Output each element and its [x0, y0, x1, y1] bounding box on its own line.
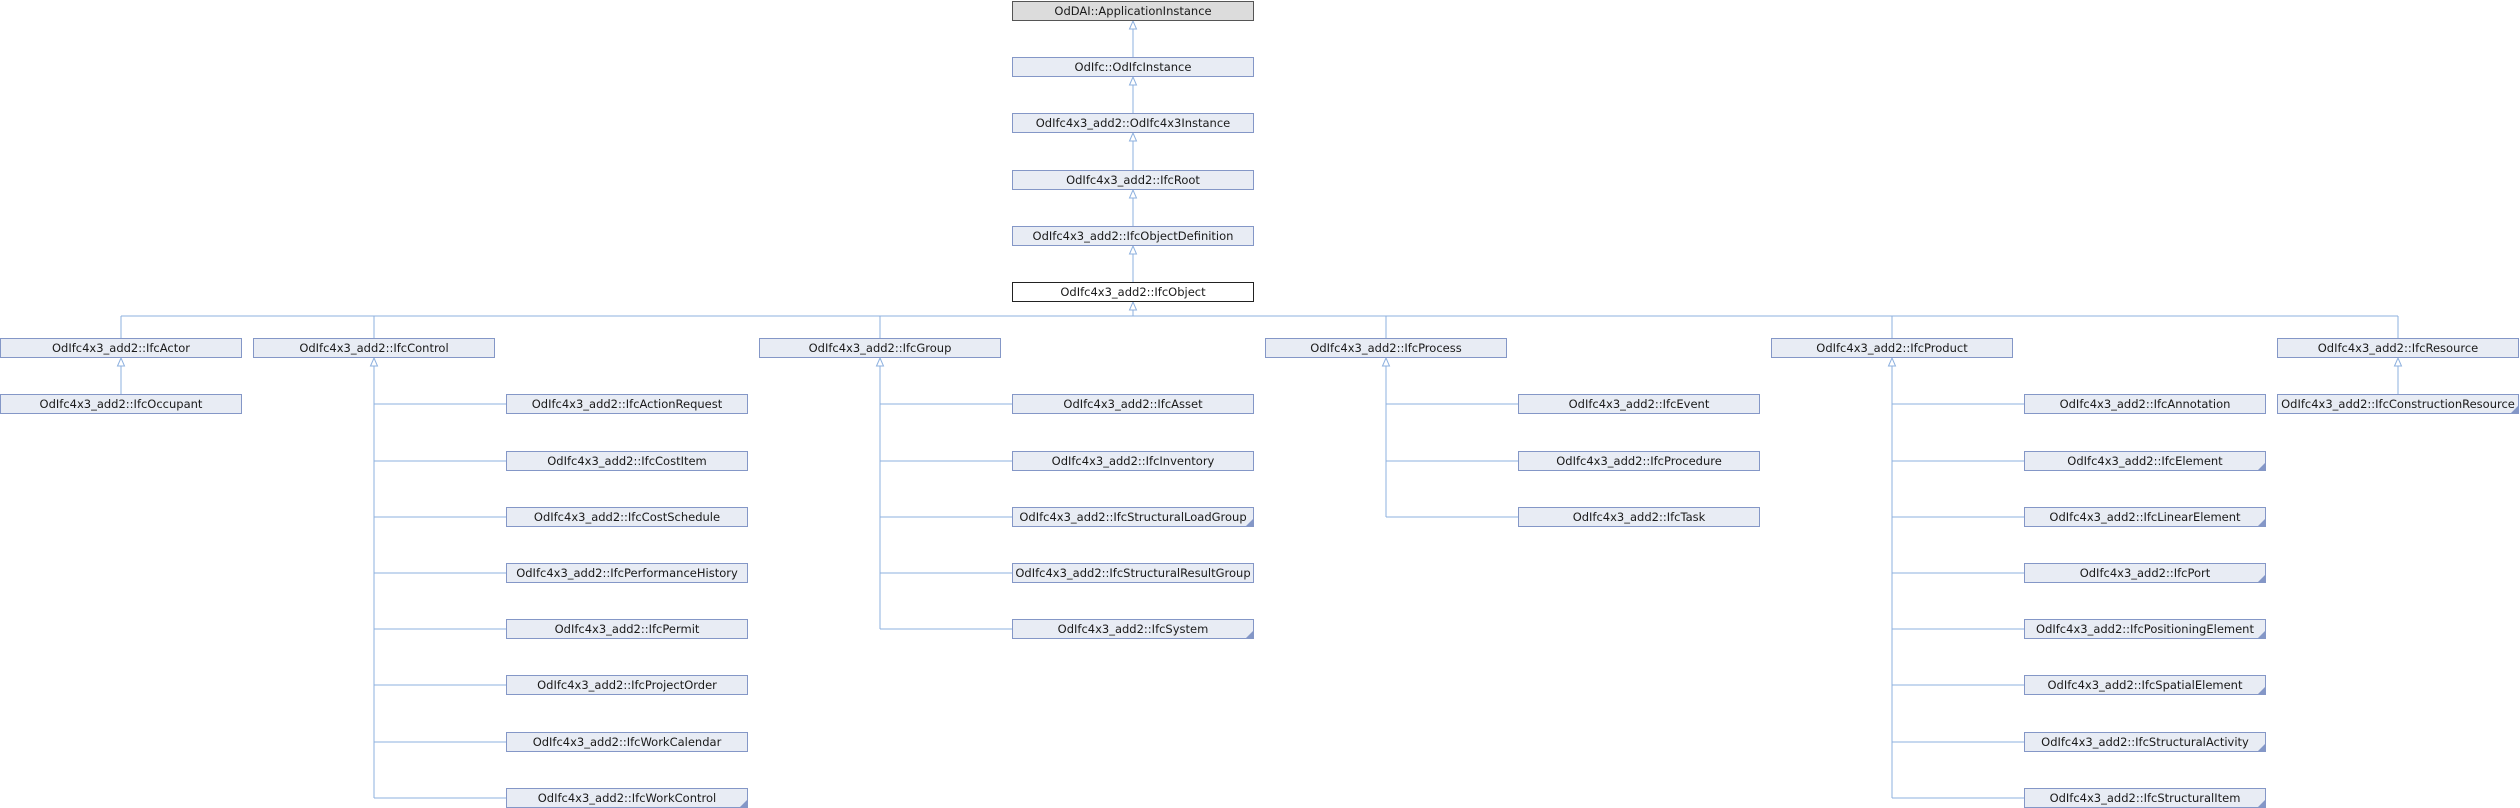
- inheritance-arrow: [1381, 356, 1391, 367]
- inheritance-arrow: [369, 356, 379, 367]
- class-node-ifc-structural-item[interactable]: OdIfc4x3_add2::IfcStructuralItem: [2024, 788, 2266, 808]
- class-node-ifc-project-order[interactable]: OdIfc4x3_add2::IfcProjectOrder: [506, 675, 748, 695]
- class-node-ifc-group[interactable]: OdIfc4x3_add2::IfcGroup: [759, 338, 1001, 358]
- class-node-ifc-structural-activity[interactable]: OdIfc4x3_add2::IfcStructuralActivity: [2024, 732, 2266, 752]
- inheritance-arrow: [1887, 356, 1897, 367]
- inheritance-arrow: [116, 356, 126, 367]
- class-node-ifc-root[interactable]: OdIfc4x3_add2::IfcRoot: [1012, 170, 1254, 190]
- inheritance-arrow: [1128, 75, 1138, 86]
- class-node-ifc-system[interactable]: OdIfc4x3_add2::IfcSystem: [1012, 619, 1254, 639]
- class-node-ifc-annotation[interactable]: OdIfc4x3_add2::IfcAnnotation: [2024, 394, 2266, 414]
- inheritance-arrow: [875, 356, 885, 367]
- class-node-ifc-structural-result-group[interactable]: OdIfc4x3_add2::IfcStructuralResultGroup: [1012, 563, 1254, 583]
- class-node-ifc-object-definition[interactable]: OdIfc4x3_add2::IfcObjectDefinition: [1012, 226, 1254, 246]
- class-node-ifc-actor[interactable]: OdIfc4x3_add2::IfcActor: [0, 338, 242, 358]
- class-node-ifc-port[interactable]: OdIfc4x3_add2::IfcPort: [2024, 563, 2266, 583]
- class-node-od-ifc4x3-instance[interactable]: OdIfc4x3_add2::OdIfc4x3Instance: [1012, 113, 1254, 133]
- inheritance-arrow: [1128, 300, 1138, 311]
- class-node-ifc-occupant[interactable]: OdIfc4x3_add2::IfcOccupant: [0, 394, 242, 414]
- inheritance-arrow: [2393, 356, 2403, 367]
- class-node-ifc-task[interactable]: OdIfc4x3_add2::IfcTask: [1518, 507, 1760, 527]
- class-node-ifc-element[interactable]: OdIfc4x3_add2::IfcElement: [2024, 451, 2266, 471]
- class-node-ifc-work-control[interactable]: OdIfc4x3_add2::IfcWorkControl: [506, 788, 748, 808]
- class-node-ifc-inventory[interactable]: OdIfc4x3_add2::IfcInventory: [1012, 451, 1254, 471]
- inheritance-arrow: [1128, 19, 1138, 30]
- class-node-ifc-resource[interactable]: OdIfc4x3_add2::IfcResource: [2277, 338, 2519, 358]
- class-node-ifc-positioning-element[interactable]: OdIfc4x3_add2::IfcPositioningElement: [2024, 619, 2266, 639]
- class-node-ifc-work-calendar[interactable]: OdIfc4x3_add2::IfcWorkCalendar: [506, 732, 748, 752]
- class-node-application-instance[interactable]: OdDAI::ApplicationInstance: [1012, 1, 1254, 21]
- class-node-ifc-linear-element[interactable]: OdIfc4x3_add2::IfcLinearElement: [2024, 507, 2266, 527]
- class-node-ifc-performance-history[interactable]: OdIfc4x3_add2::IfcPerformanceHistory: [506, 563, 748, 583]
- class-node-ifc-spatial-element[interactable]: OdIfc4x3_add2::IfcSpatialElement: [2024, 675, 2266, 695]
- class-node-od-ifc-instance[interactable]: OdIfc::OdIfcInstance: [1012, 57, 1254, 77]
- class-node-ifc-action-request[interactable]: OdIfc4x3_add2::IfcActionRequest: [506, 394, 748, 414]
- class-node-ifc-process[interactable]: OdIfc4x3_add2::IfcProcess: [1265, 338, 1507, 358]
- class-node-ifc-event[interactable]: OdIfc4x3_add2::IfcEvent: [1518, 394, 1760, 414]
- class-node-ifc-structural-load-group[interactable]: OdIfc4x3_add2::IfcStructuralLoadGroup: [1012, 507, 1254, 527]
- class-node-ifc-asset[interactable]: OdIfc4x3_add2::IfcAsset: [1012, 394, 1254, 414]
- class-node-ifc-product[interactable]: OdIfc4x3_add2::IfcProduct: [1771, 338, 2013, 358]
- class-node-ifc-construction-resource[interactable]: OdIfc4x3_add2::IfcConstructionResource: [2277, 394, 2519, 414]
- inheritance-arrow: [1128, 188, 1138, 199]
- class-node-ifc-cost-item[interactable]: OdIfc4x3_add2::IfcCostItem: [506, 451, 748, 471]
- class-node-ifc-control[interactable]: OdIfc4x3_add2::IfcControl: [253, 338, 495, 358]
- class-node-ifc-procedure[interactable]: OdIfc4x3_add2::IfcProcedure: [1518, 451, 1760, 471]
- inheritance-arrow: [1128, 244, 1138, 255]
- class-node-ifc-object: OdIfc4x3_add2::IfcObject: [1012, 282, 1254, 302]
- class-node-ifc-cost-schedule[interactable]: OdIfc4x3_add2::IfcCostSchedule: [506, 507, 748, 527]
- inheritance-arrow: [1128, 131, 1138, 142]
- class-node-ifc-permit[interactable]: OdIfc4x3_add2::IfcPermit: [506, 619, 748, 639]
